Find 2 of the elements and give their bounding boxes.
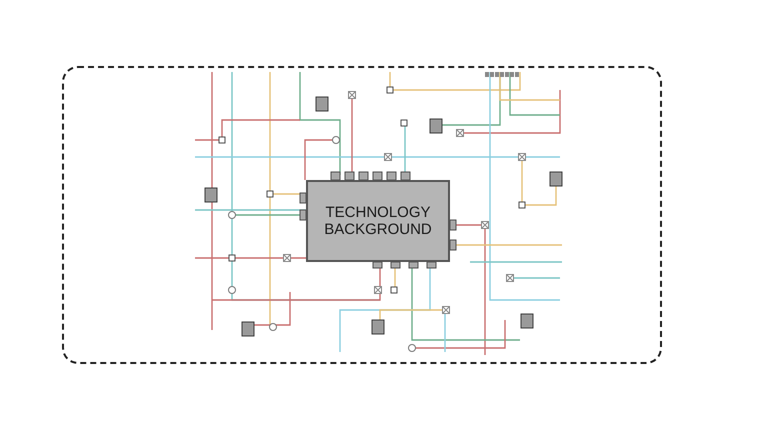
chip <box>306 180 450 262</box>
chip-label: TECHNOLOGY BACKGROUND <box>323 204 433 238</box>
